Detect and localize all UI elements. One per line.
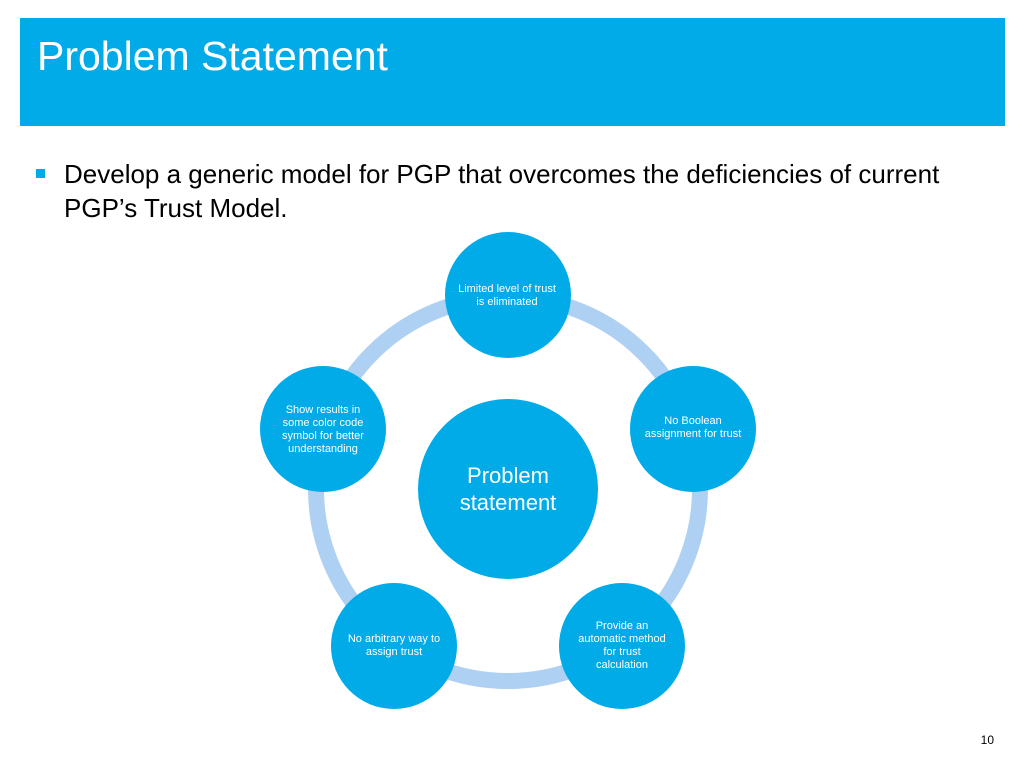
node-circle-2 <box>630 366 756 492</box>
node-label-4: No arbitrary way to assign trust <box>347 633 441 658</box>
title-bar <box>20 18 1005 126</box>
bullet-text: Develop a generic model for PGP that ove… <box>64 159 940 223</box>
page-number: 10 <box>980 733 994 747</box>
node-label-3: Provide an automatic method for trust ca… <box>578 620 666 671</box>
center-label: Problem statement <box>459 463 557 515</box>
node-label-5: Show results in some color code symbol f… <box>282 404 364 455</box>
node-circle-4 <box>331 583 457 709</box>
center-circle <box>418 399 598 579</box>
node-circle-1 <box>445 232 571 358</box>
node-label-1: Limited level of trust is eliminated <box>458 283 556 308</box>
node-circle-3 <box>559 583 685 709</box>
node-circle-5 <box>260 366 386 492</box>
square-bullet-icon <box>36 169 45 178</box>
node-label-2: No Boolean assignment for trust <box>644 415 742 440</box>
slide-title: Problem Statement <box>37 33 388 79</box>
